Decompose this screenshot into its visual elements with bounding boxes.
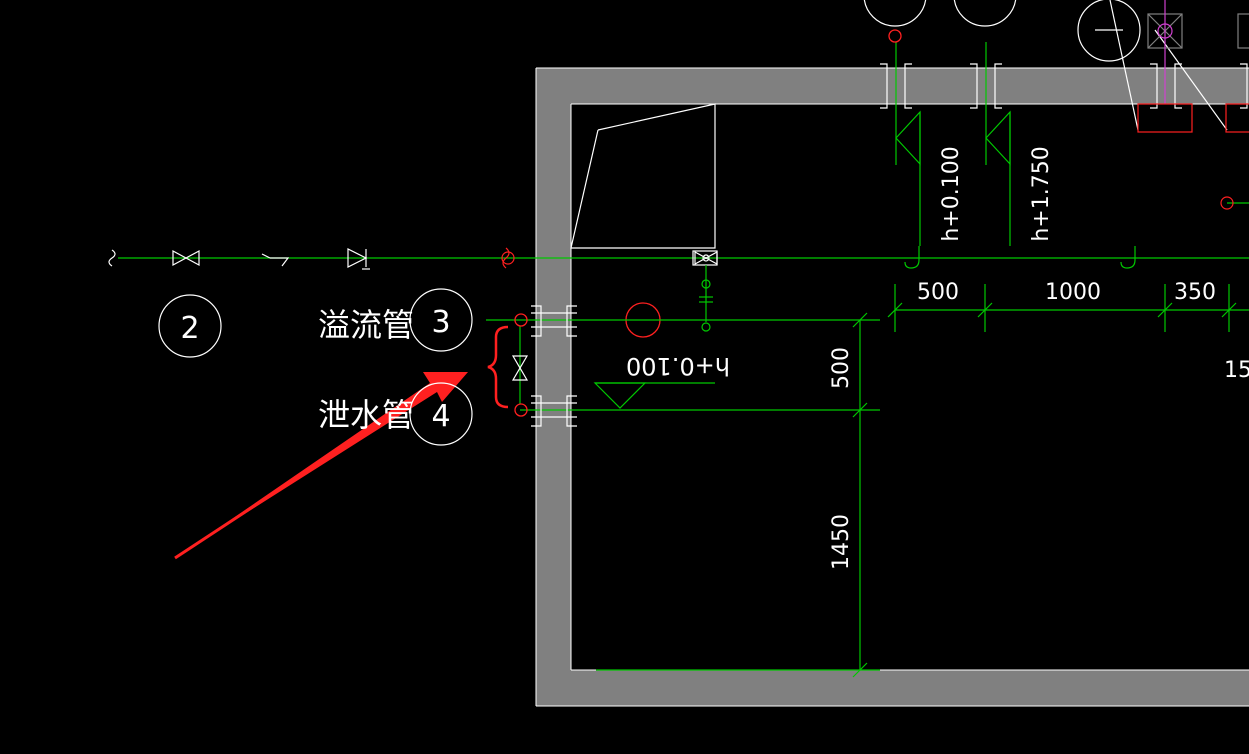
drain-end-marker [514,403,528,417]
upper-wall-sleeves [880,63,1248,109]
callout-3: 3 [409,288,473,352]
annotation-arrow [174,372,468,560]
dim-350: 350 [1174,280,1216,305]
inlet-pipe [108,246,1249,270]
dim-500-top: 500 [917,280,959,305]
level-label-riser-1: h+0.100 [939,146,964,241]
overflow-pipe-label: 溢流管 [318,306,414,344]
callout-3-label: 3 [431,305,450,340]
level-label-riser-2: h+1.750 [1029,146,1054,241]
top-right-equipment [1137,0,1249,210]
inlet-break-marker [501,247,515,269]
dim-1450-vertical: 1450 [829,514,854,570]
top-callouts [863,0,1228,131]
valve-stem [699,265,713,332]
dim-1000: 1000 [1045,280,1101,305]
callout-4: 4 [409,382,473,446]
callout-2-label: 2 [180,311,199,346]
overflow-end-marker [514,313,528,327]
tank-wall [535,67,1249,707]
annotation-brace [487,325,509,409]
riser-1-top-marker [888,29,902,43]
dim-500-vertical: 500 [829,347,854,389]
callout-4-label: 4 [431,399,450,434]
overflow-drain-pipes [486,319,880,411]
upper-risers [895,42,1011,246]
wall-sleeves [531,305,577,427]
level-label-inverted: h+0.100 [626,352,730,380]
dim-150-partial: 150 [1224,358,1249,383]
float-valve-outline [570,103,716,249]
vertical-dimensions [596,312,880,678]
callout-2: 2 [158,294,222,358]
horizontal-dimensions [887,284,1249,332]
drain-pipe-label: 泄水管 [318,396,414,434]
